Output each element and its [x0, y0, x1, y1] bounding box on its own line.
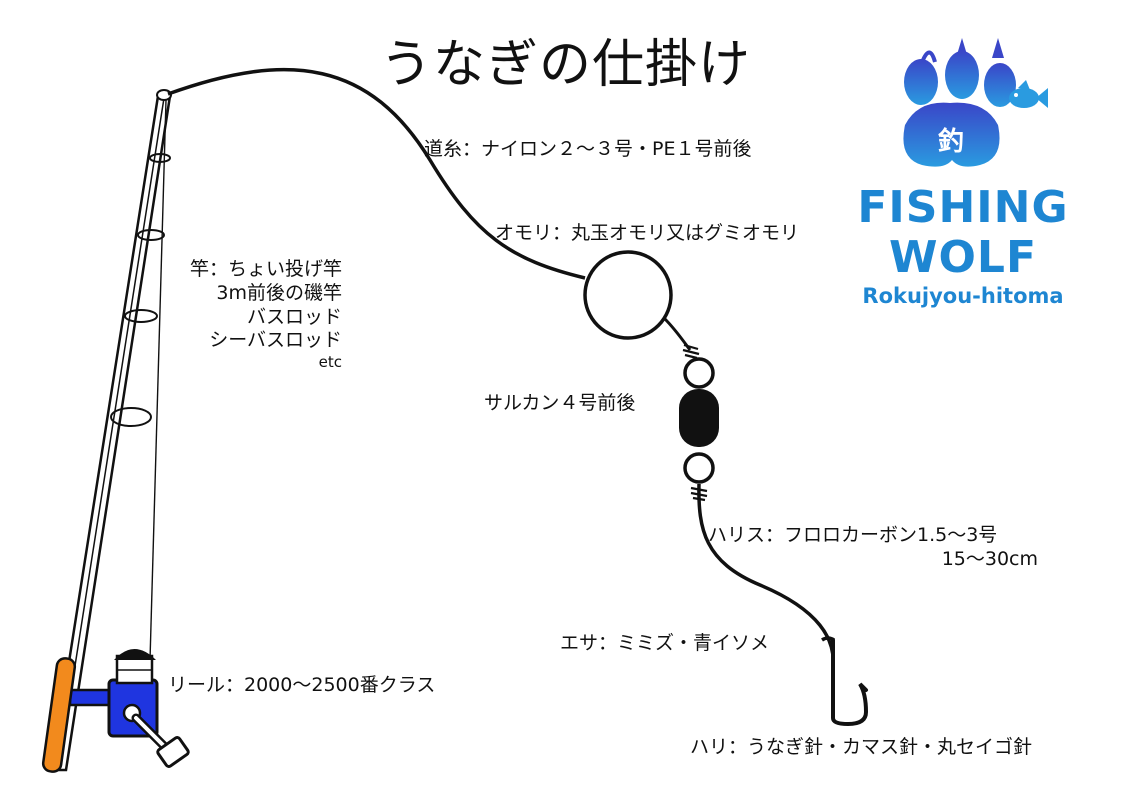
logo-text-subtitle: Rokujyou-hitoma	[862, 284, 1064, 308]
rod-label-line-5: etc	[318, 353, 342, 371]
main-line	[167, 67, 586, 280]
hook	[831, 638, 869, 727]
wolf-paw-logo-icon: 釣	[903, 38, 1048, 167]
hook-label: ハリ：うなぎ針・カマス針・丸セイゴ針	[690, 736, 1033, 758]
rod-label-line-2: 3m前後の磯竿	[216, 281, 342, 304]
rod-label-line-1: 竿：ちょい投げ竿	[189, 258, 342, 280]
main-line-label: 道糸：ナイロン２～３号・PE１号前後	[424, 138, 752, 160]
leader-label-line-2: 15～30cm	[941, 547, 1038, 570]
swivel-label: サルカン４号前後	[484, 392, 636, 414]
hook-eye	[821, 636, 835, 642]
logo-text-wolf: WOLF	[888, 232, 1038, 283]
page-title: うなぎの仕掛け	[380, 35, 752, 95]
logo-kanji-mark: 釣	[938, 126, 964, 157]
rod-label-line-3: バスロッド	[246, 305, 342, 328]
rod-guides	[110, 153, 171, 427]
line-along-rod	[149, 99, 167, 661]
swivel	[679, 357, 719, 484]
sinker-ball	[583, 250, 673, 340]
logo-text-fishing: FISHING	[857, 182, 1069, 233]
sinker-label: オモリ：丸玉オモリ又はグミオモリ	[495, 222, 800, 244]
leader-line	[697, 483, 835, 666]
sinker-to-swivel-line	[662, 316, 692, 351]
reel-label: リール：2000～2500番クラス	[168, 674, 436, 696]
fish-icon	[1009, 80, 1048, 108]
bait-label: エサ：ミミズ・青イソメ	[560, 632, 770, 654]
leader-label: ハリス：フロロカーボン1.5～3号 15～30cm	[700, 524, 1038, 572]
fishing-rod	[50, 89, 172, 772]
rod-label: 竿：ちょい投げ竿 3m前後の磯竿 バスロッド シーバスロッド etc	[170, 258, 342, 372]
knot-upper	[682, 343, 700, 360]
spinning-reel	[68, 649, 190, 768]
leader-label-line-1: ハリス：フロロカーボン1.5～3号	[708, 524, 998, 546]
rod-grip	[41, 657, 77, 773]
rod-label-line-4: シーバスロッド	[209, 329, 342, 352]
